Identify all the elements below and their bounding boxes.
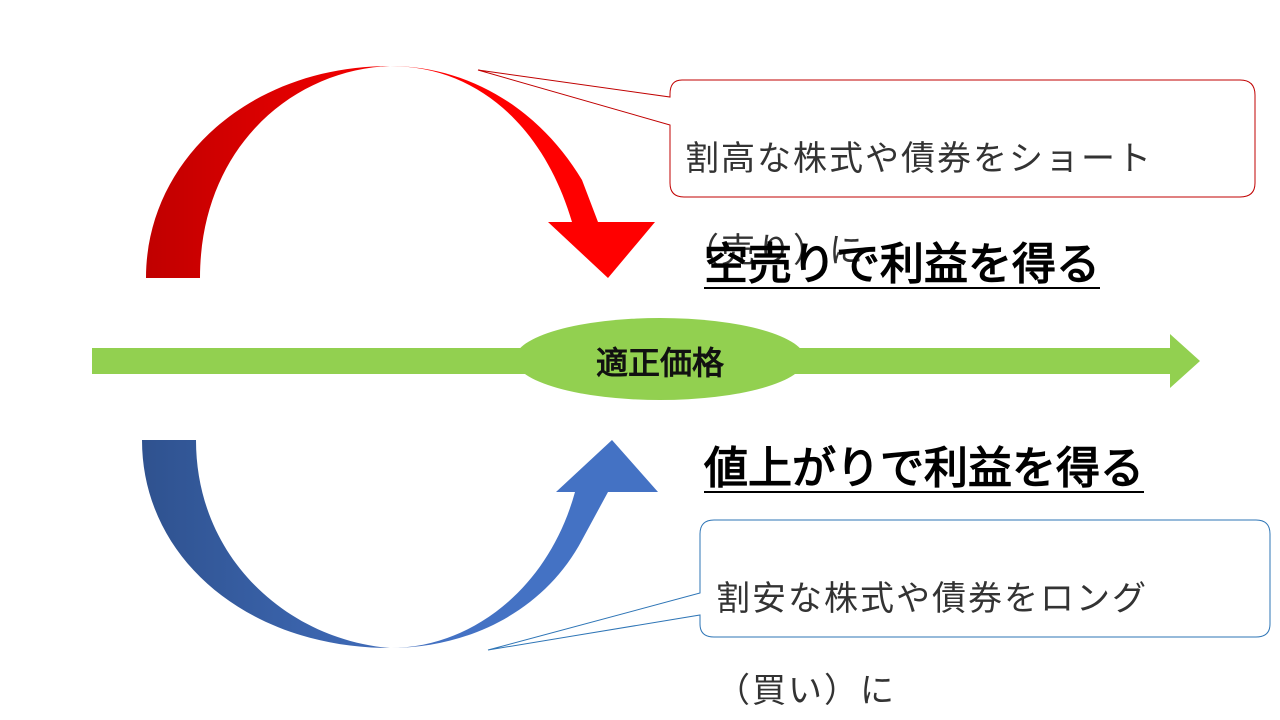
top-callout-box — [477, 69, 1256, 198]
top-callout-line2: （売り）に — [685, 231, 865, 271]
fair-price-ellipse — [515, 318, 805, 400]
bottom-callout-text: 割安な株式や債券をロング （買い）に — [716, 530, 1148, 714]
bottom-callout-box — [487, 519, 1271, 651]
bottom-callout-line1: 割安な株式や債券をロング — [716, 579, 1148, 619]
long-buy-arrow — [142, 440, 658, 648]
bottom-callout-line2: （買い）に — [716, 671, 896, 711]
top-callout-text: 割高な株式や債券をショート （売り）に — [685, 90, 1153, 274]
fair-price-label: 適正価格 — [595, 344, 724, 382]
short-sell-arrow — [146, 66, 655, 278]
top-callout-line1: 割高な株式や債券をショート — [685, 139, 1153, 179]
long-profit-headline: 値上がりで利益を得る — [704, 443, 1144, 494]
short-profit-headline: 空売りで利益を得る — [704, 239, 1100, 290]
